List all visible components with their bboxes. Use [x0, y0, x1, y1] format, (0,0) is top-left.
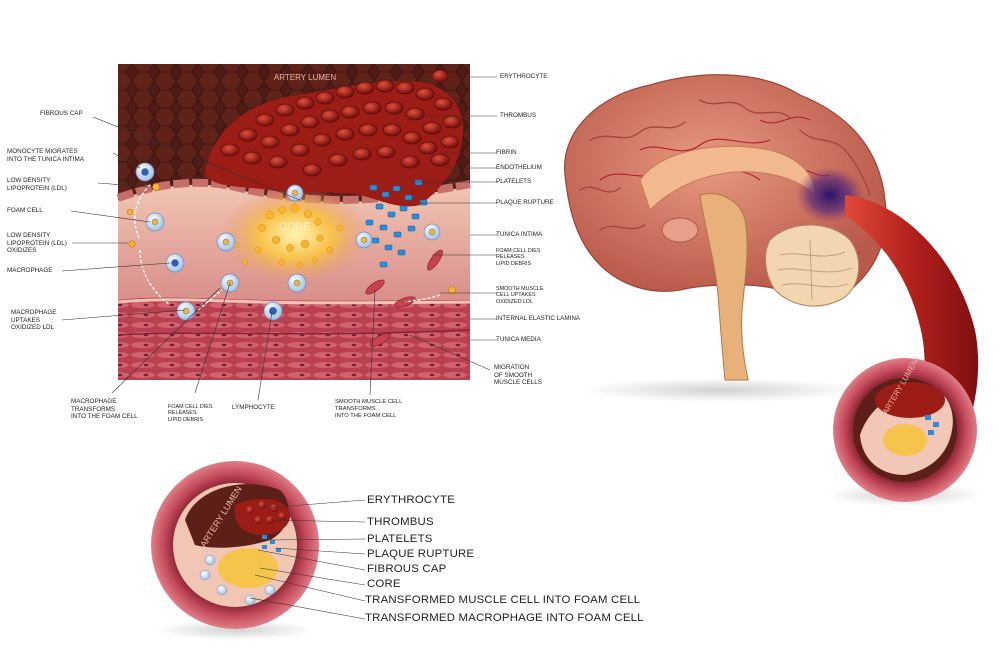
label-foam-cell-dies-right: FOAM CELL DIES RELEASES LIPID DEBRIS [496, 248, 541, 267]
lumen-label: ARTERY LUMEN [274, 73, 336, 82]
brain [564, 74, 887, 402]
cross-platelets [262, 535, 281, 552]
label-fibrous-cap: FIBROUS CAP [40, 110, 83, 117]
thrombus [205, 69, 464, 207]
label-smooth-muscle-uptakes: SMOOTH MUSCLE CELL UPTAKES OXIDIZED LDL [496, 286, 544, 305]
label-foam-cell-dies-bottom: FOAM CELL DIES RELEASES LIPID DEBRIS [168, 404, 213, 423]
label-lymphocyte: LYMPHOCYTE [232, 404, 275, 411]
cross-label-transformed-macrophage: TRANSFORMED MACROPHAGE INTO FOAM CELL [365, 612, 644, 624]
core-label: CORE [279, 221, 311, 233]
cross-label-thrombus: THROMBUS [367, 516, 434, 528]
cross-label-transformed-muscle: TRANSFORMED MUSCLE CELL INTO FOAM CELL [365, 594, 641, 606]
label-internal-elastic-lamina: INTERNAL ELASTIC LAMINA [496, 315, 581, 322]
platelets-cluster [365, 179, 428, 268]
cross-section: ARTERY LUMEN [151, 461, 366, 640]
label-ldl: LOW DENSITY LIPOPROTEIN (LDL) [7, 177, 67, 192]
label-thrombus: THROMBUS [500, 112, 537, 119]
cross-core [218, 548, 278, 588]
immune-cells [135, 162, 441, 321]
label-foam-cell: FOAM CELL [7, 207, 43, 214]
label-platelets: PLATELETS [496, 178, 532, 185]
cross-leader-lines [249, 499, 366, 620]
label-plaque-rupture: PLAQUE RUPTURE [496, 199, 554, 206]
ldl-particles [126, 183, 456, 294]
internal-elastic-lamina [117, 298, 471, 305]
label-fibrin: FIBRIN [496, 149, 517, 156]
label-macrophage-uptakes: MACROPHAGE UPTAKES OXIDIZED LDL [11, 309, 57, 332]
cross-label-fibrous-cap: FIBROUS CAP [367, 563, 447, 575]
tunica-media [118, 297, 470, 380]
label-macrophage: MACROPHAGE [7, 267, 53, 274]
cross-label-core: CORE [367, 578, 401, 590]
label-erythrocyte: ERYTHROCYTE [500, 73, 548, 80]
leader-lines [61, 76, 497, 401]
label-monocyte-migrates: MONOCYTE MIGRATES INTO THE TUNICA INTIMA [7, 148, 84, 163]
plaque-core [220, 187, 370, 283]
label-endothelium: ENDOTHELIUM [496, 164, 542, 171]
label-ldl-oxidizes: LOW DENSITY LIPOPROTEIN (LDL) OXIDIZES [7, 232, 67, 255]
cross-label-erythrocyte: ERYTHROCYTE [367, 494, 456, 506]
cross-label-platelets: PLATELETS [367, 533, 433, 545]
label-tunica-media: TUNICA MEDIA [496, 336, 541, 343]
longitudinal-section: ARTERY LUMEN CORE [116, 64, 471, 380]
label-smooth-muscle-transforms: SMOOTH MUSCLE CELL TRANSFORMS INTO THE F… [335, 399, 403, 419]
label-macrophage-transforms: MACROPHAGE TRANSFORMS INTO THE FOAM CELL [71, 398, 138, 421]
migration-arrows [134, 184, 441, 311]
label-migration-smooth-muscle: MIGRATION OF SMOOTH MUSCLE CELLS [494, 364, 542, 387]
label-tunica-intima: TUNICA INTIMA [496, 231, 543, 238]
brain-artery: ARTERY LUMEN [827, 195, 983, 507]
lipid-droplets [233, 203, 344, 268]
cross-label-plaque-rupture: PLAQUE RUPTURE [367, 548, 475, 560]
